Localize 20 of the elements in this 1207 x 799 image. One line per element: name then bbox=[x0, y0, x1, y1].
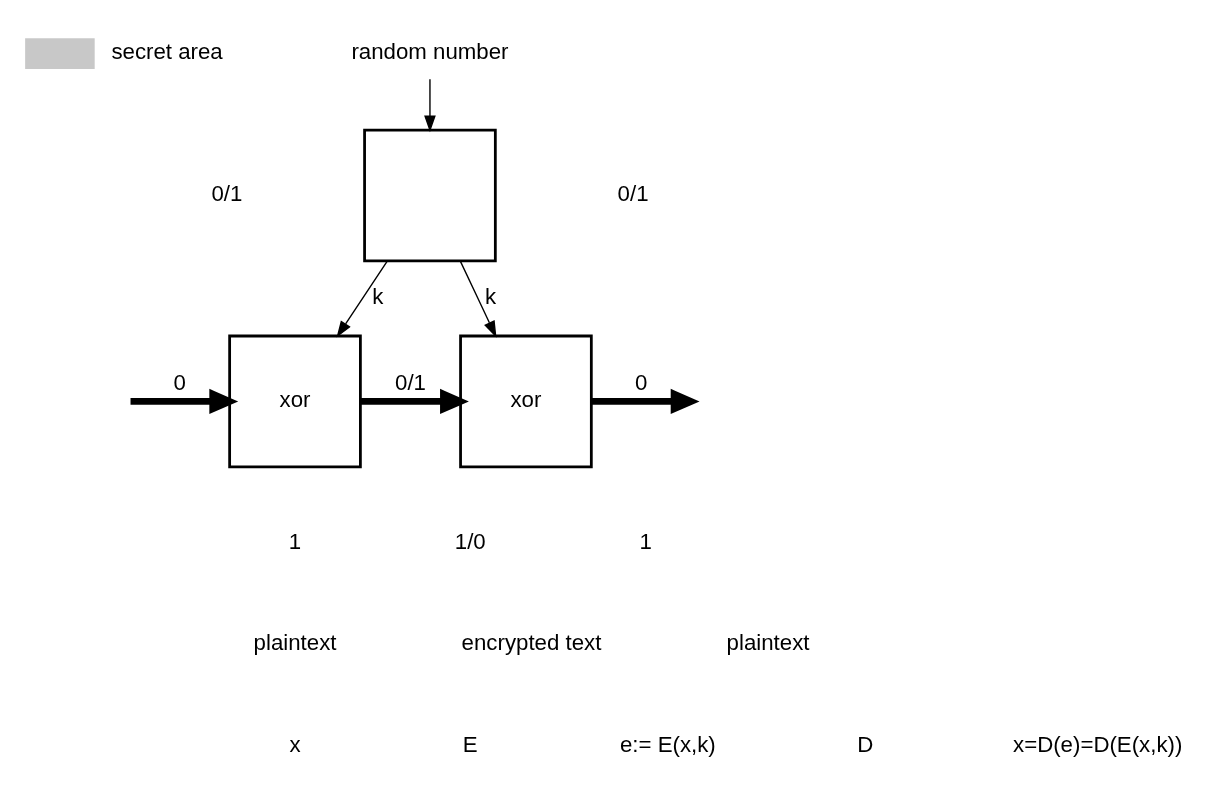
legend-label: secret area bbox=[111, 38, 223, 64]
label: x bbox=[289, 731, 301, 757]
label: 1/0 bbox=[454, 528, 486, 554]
edge-label: k bbox=[372, 283, 384, 309]
label: 1 bbox=[288, 528, 302, 554]
label: x=D(e)=D(E(x,k)) bbox=[1013, 731, 1183, 757]
label: e:= E(x,k) bbox=[619, 731, 716, 757]
label: 1 bbox=[639, 528, 652, 554]
label: 0/1 bbox=[617, 180, 649, 206]
label: plaintext bbox=[726, 629, 810, 655]
label: D bbox=[857, 731, 874, 757]
node-text: random number bbox=[351, 38, 509, 64]
label: encrypted text bbox=[461, 629, 602, 655]
label: plaintext bbox=[253, 629, 337, 655]
edge-label: 0 bbox=[173, 369, 186, 395]
label: 0/1 bbox=[211, 180, 243, 206]
label: E bbox=[462, 731, 478, 757]
edge-label: k bbox=[484, 283, 497, 309]
edge-label: 0 bbox=[634, 369, 648, 395]
edge-label: 0/1 bbox=[395, 369, 426, 395]
